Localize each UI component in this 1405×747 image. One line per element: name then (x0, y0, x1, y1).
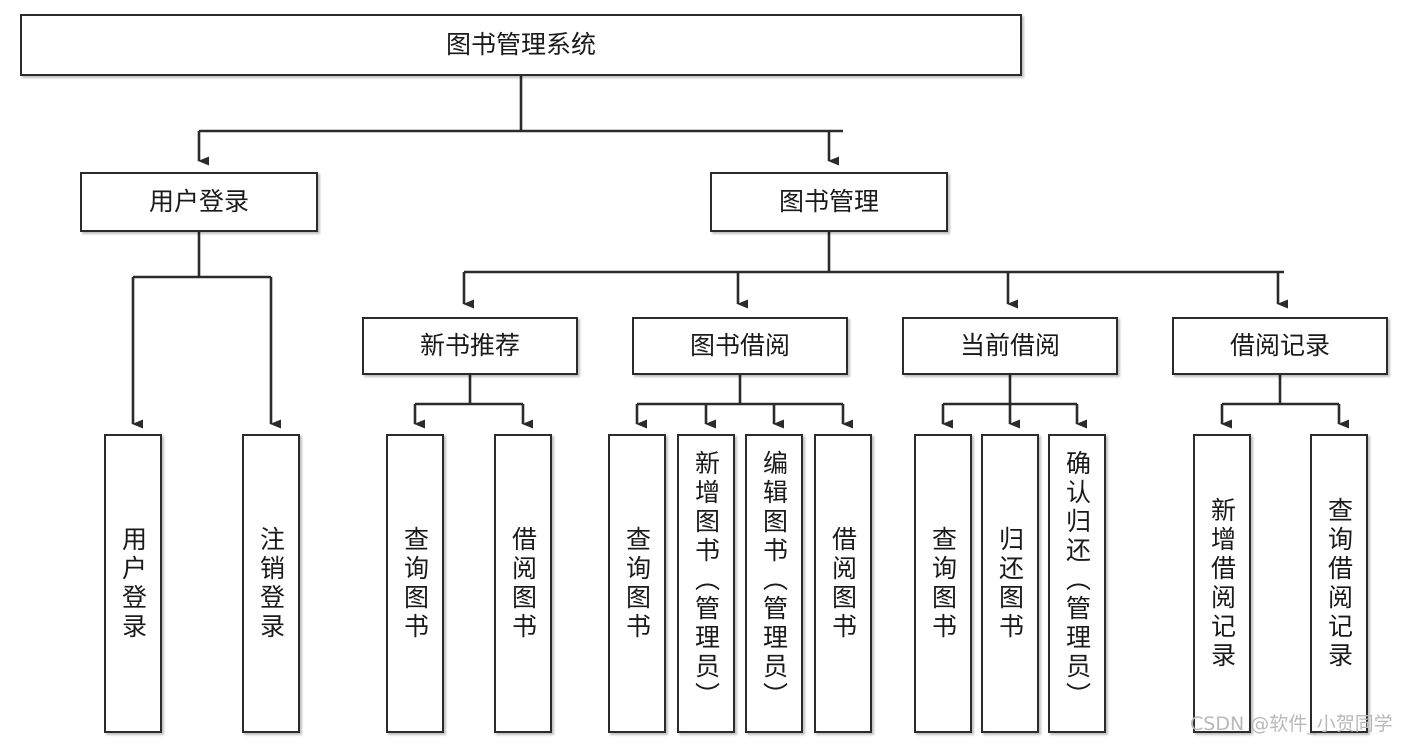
node-label: 确认归还（管理员） (1062, 450, 1092, 711)
node-book-borrow[interactable]: 图书借阅 (632, 317, 848, 375)
node-label: 新增借阅记录 (1207, 496, 1237, 671)
node-label: 用户登录 (148, 186, 249, 216)
node-label: 注销登录 (256, 525, 286, 642)
node-label: 查询图书 (928, 525, 958, 642)
leaf-borrow-borrow-book[interactable]: 借阅图书 (814, 434, 872, 733)
node-label: 用户登录 (118, 525, 148, 642)
node-label: 新增图书（管理员） (691, 450, 721, 711)
node-label: 查询图书 (400, 525, 430, 642)
node-book-management[interactable]: 图书管理 (710, 172, 948, 232)
leaf-user-login-login[interactable]: 用户登录 (104, 434, 162, 733)
leaf-current-confirm-return-admin[interactable]: 确认归还（管理员） (1048, 434, 1106, 733)
leaf-user-login-logout[interactable]: 注销登录 (242, 434, 300, 733)
node-label: 借阅图书 (508, 525, 538, 642)
leaf-record-add-record[interactable]: 新增借阅记录 (1193, 434, 1251, 733)
node-user-login[interactable]: 用户登录 (80, 172, 318, 232)
leaf-borrow-add-book-admin[interactable]: 新增图书（管理员） (677, 434, 735, 733)
node-label: 查询借阅记录 (1324, 496, 1354, 671)
leaf-recommend-borrow-book[interactable]: 借阅图书 (494, 434, 552, 733)
node-label: 归还图书 (995, 525, 1025, 642)
leaf-record-query-record[interactable]: 查询借阅记录 (1310, 434, 1368, 733)
node-label: 借阅记录 (1229, 330, 1330, 360)
node-borrow-record[interactable]: 借阅记录 (1172, 317, 1388, 375)
node-label: 新书推荐 (419, 330, 520, 360)
node-label: 借阅图书 (828, 525, 858, 642)
watermark-text: CSDN @软件_小贺同学 (1190, 713, 1393, 735)
leaf-recommend-query-book[interactable]: 查询图书 (386, 434, 444, 733)
node-new-book-recommend[interactable]: 新书推荐 (362, 317, 578, 375)
leaf-current-return-book[interactable]: 归还图书 (981, 434, 1039, 733)
node-label: 查询图书 (622, 525, 652, 642)
node-label: 图书管理系统 (445, 29, 596, 59)
node-label: 当前借阅 (959, 330, 1060, 360)
node-label: 图书借阅 (689, 330, 790, 360)
node-root-system[interactable]: 图书管理系统 (20, 14, 1022, 76)
node-label: 图书管理 (778, 186, 879, 216)
leaf-borrow-edit-book-admin[interactable]: 编辑图书（管理员） (745, 434, 803, 733)
node-label: 编辑图书（管理员） (759, 450, 789, 711)
leaf-borrow-query-book[interactable]: 查询图书 (608, 434, 666, 733)
leaf-current-query-book[interactable]: 查询图书 (914, 434, 972, 733)
node-current-borrow[interactable]: 当前借阅 (902, 317, 1118, 375)
